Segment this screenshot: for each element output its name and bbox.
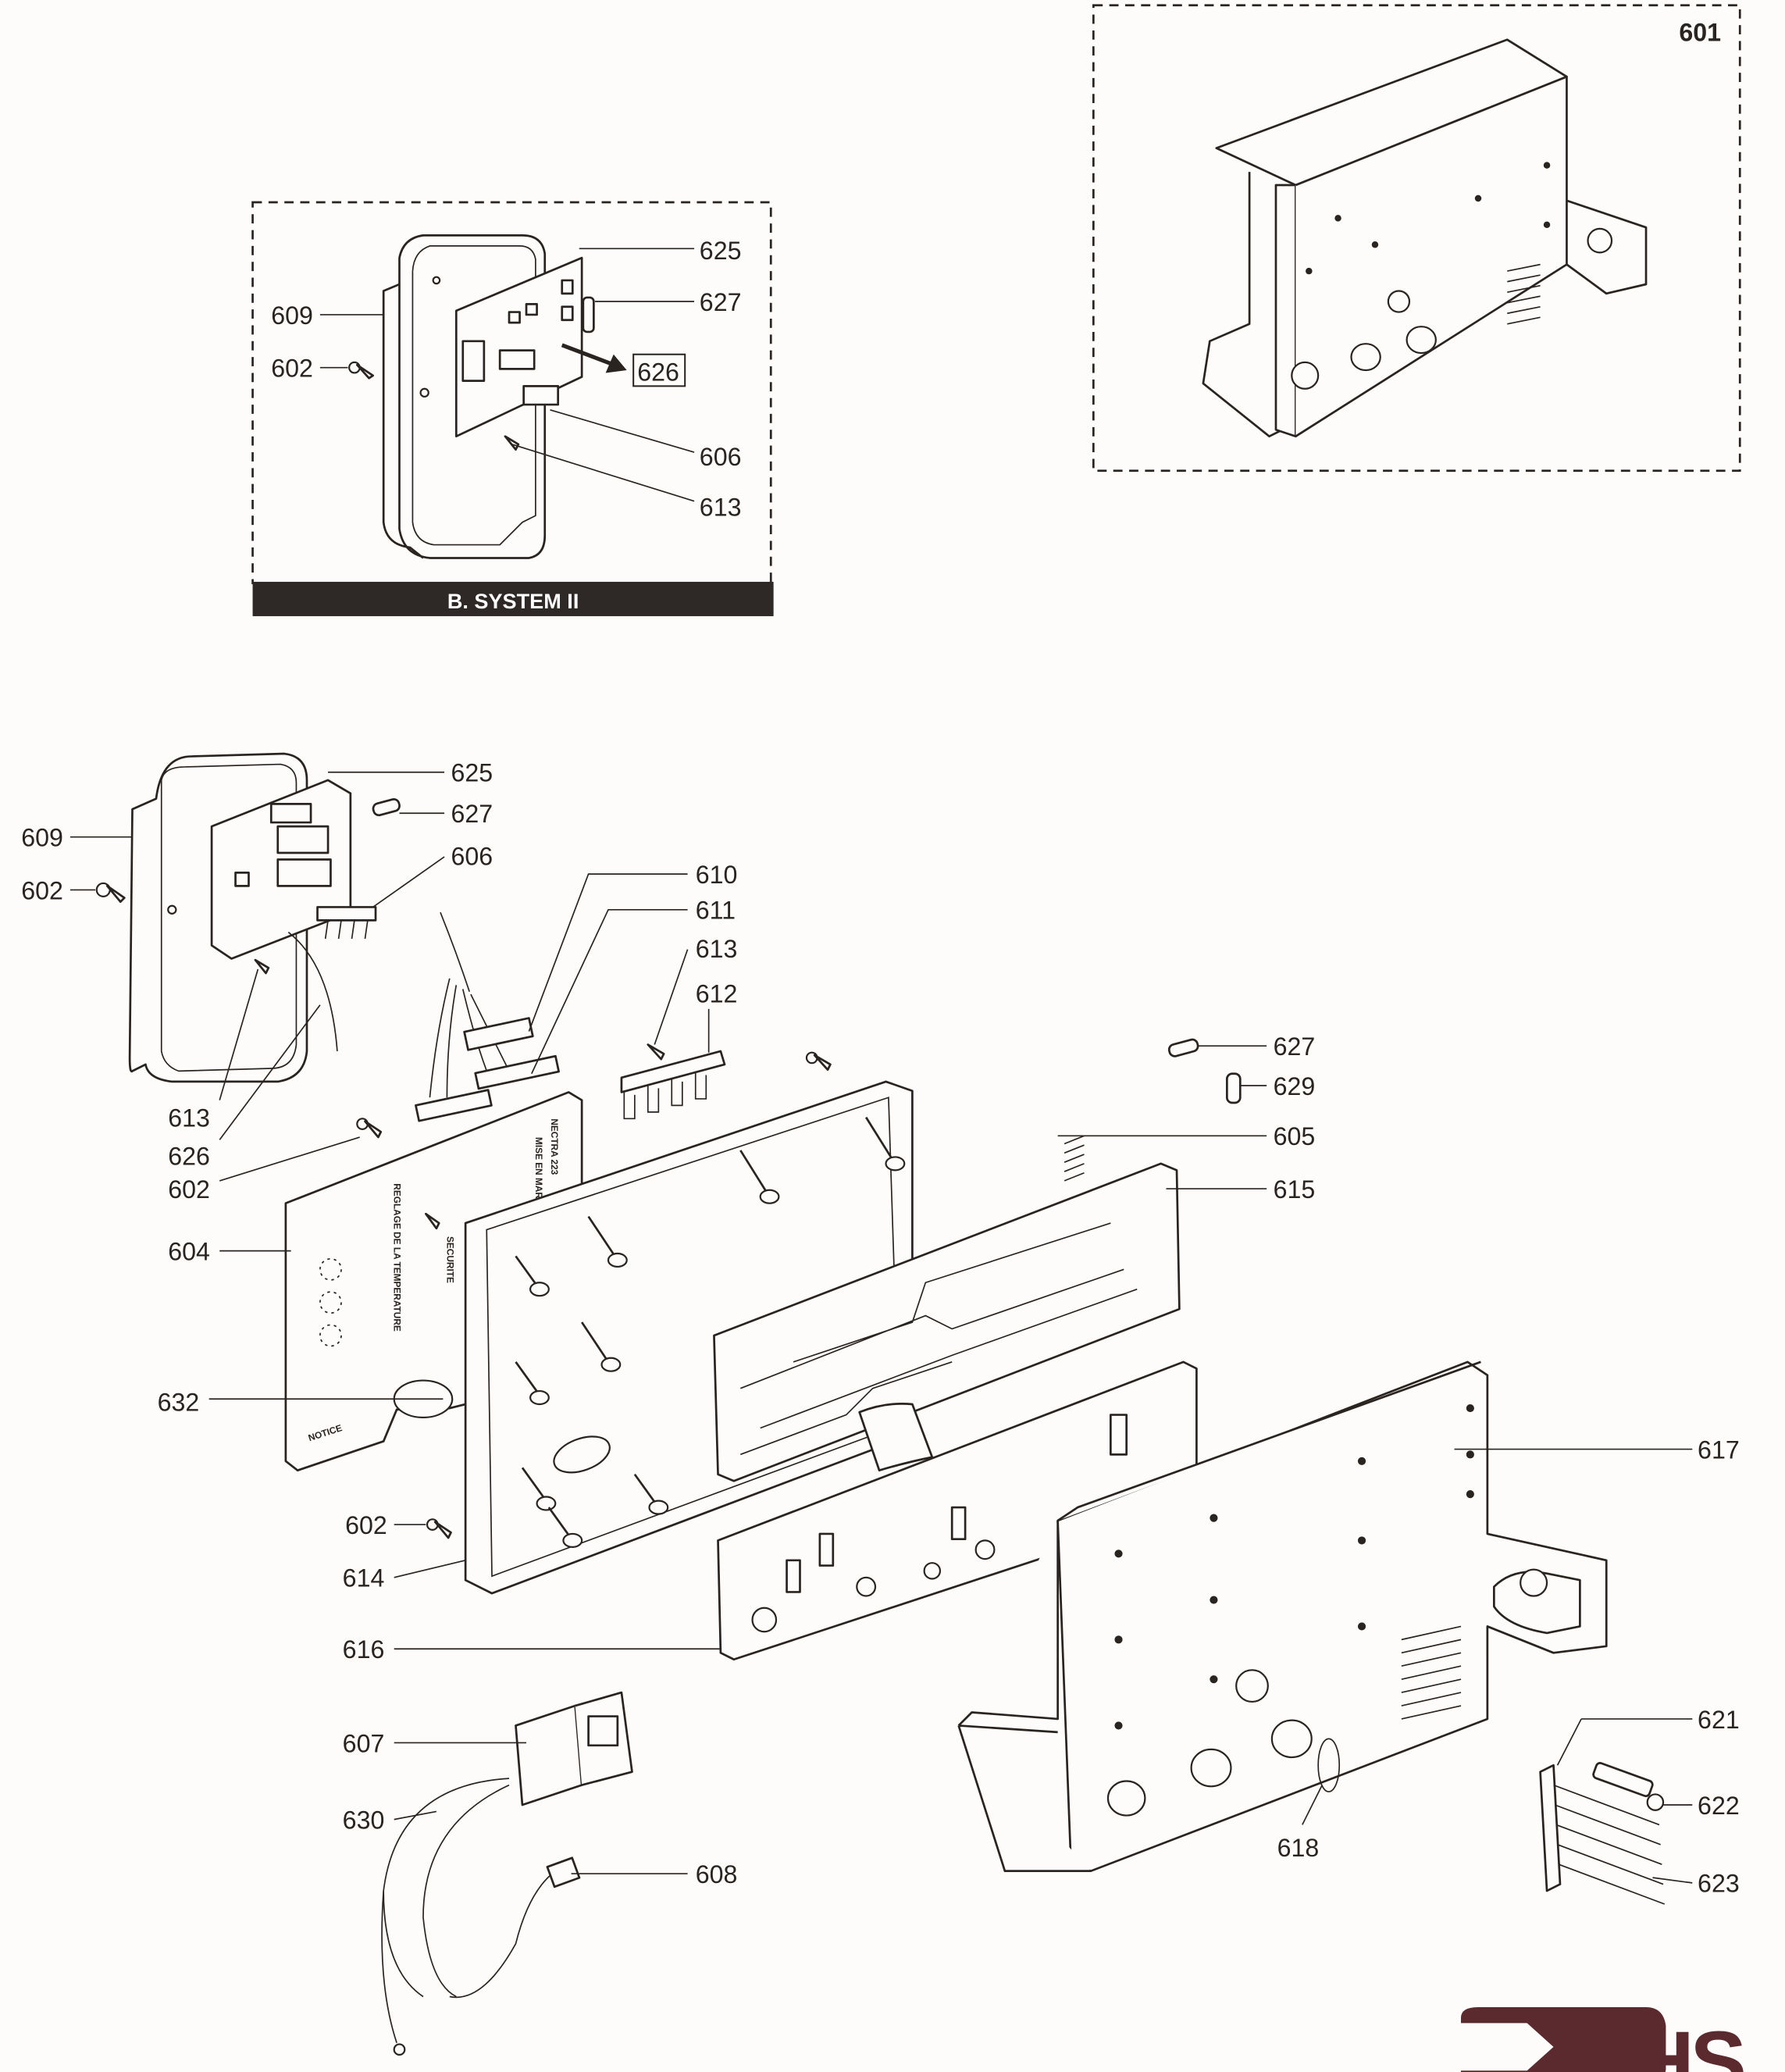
label-605: 605 bbox=[1274, 1122, 1316, 1150]
label-602: 602 bbox=[168, 1175, 210, 1204]
pcb-615 bbox=[713, 1135, 1181, 1482]
label-616: 616 bbox=[343, 1635, 385, 1664]
label-606: 606 bbox=[700, 443, 742, 471]
relay bbox=[276, 825, 330, 854]
label-614: 614 bbox=[343, 1564, 385, 1592]
terminal-block-621 bbox=[1539, 1764, 1666, 1905]
label-626: 626 bbox=[168, 1143, 210, 1171]
label-box-626 bbox=[632, 353, 686, 387]
chassis-617 bbox=[957, 1361, 1608, 1873]
cable-630 bbox=[381, 1778, 556, 2056]
label-611: 611 bbox=[696, 897, 736, 925]
pcb-625-small bbox=[454, 256, 583, 438]
screw-602-a bbox=[95, 882, 126, 904]
fuse-627-small bbox=[582, 296, 595, 333]
sticker-safety: SECURITE bbox=[444, 1236, 455, 1283]
screw-602-d bbox=[805, 1051, 832, 1072]
label-612: 612 bbox=[696, 979, 738, 1007]
label-618: 618 bbox=[1277, 1834, 1320, 1862]
label-607: 607 bbox=[343, 1729, 385, 1757]
fuse-holder-629 bbox=[1225, 1072, 1242, 1104]
relay-3 bbox=[269, 803, 312, 824]
part-labels: 625 627 609 602 606 610 611 613 612 627 … bbox=[21, 759, 1739, 1898]
screw-602-c bbox=[426, 1518, 452, 1539]
inset-601: 601 bbox=[1092, 4, 1741, 473]
screw-602-small bbox=[348, 361, 374, 380]
pcb-625 bbox=[210, 779, 352, 1052]
label-621: 621 bbox=[1698, 1706, 1740, 1734]
label-602: 602 bbox=[271, 355, 313, 383]
connector-608 bbox=[546, 1856, 581, 1888]
connector bbox=[415, 1089, 493, 1122]
label-617: 617 bbox=[1698, 1435, 1740, 1464]
inset-system-ii: B. SYSTEM II 62 bbox=[251, 201, 774, 616]
label-601: 601 bbox=[1679, 18, 1721, 46]
terminal-block-606 bbox=[522, 385, 560, 406]
relay-2 bbox=[276, 858, 332, 887]
inset-601-border bbox=[1092, 4, 1741, 473]
label-602: 602 bbox=[21, 876, 63, 904]
label-627: 627 bbox=[700, 288, 742, 316]
label-622: 622 bbox=[1698, 1792, 1740, 1820]
label-623: 623 bbox=[1698, 1870, 1740, 1898]
dhs-arrow-icon bbox=[1461, 2007, 1666, 2072]
connector-pin-622 bbox=[1592, 1762, 1665, 1811]
heat-sink-605 bbox=[1064, 1135, 1085, 1182]
relay bbox=[461, 340, 486, 382]
connector-610 bbox=[463, 1017, 534, 1051]
label-609: 609 bbox=[21, 824, 63, 852]
sticker-model: NECTRA 223 bbox=[549, 1118, 560, 1175]
relay-2 bbox=[498, 349, 536, 370]
connector-611 bbox=[474, 1054, 560, 1090]
label-602: 602 bbox=[345, 1511, 387, 1539]
terminal-pins bbox=[1401, 1625, 1462, 1720]
label-613: 613 bbox=[168, 1104, 210, 1132]
label-630: 630 bbox=[343, 1806, 385, 1834]
seal-618 bbox=[1317, 1738, 1341, 1792]
label-627: 627 bbox=[451, 800, 493, 828]
dhs-logo-text: DHS bbox=[1576, 2014, 1744, 2072]
label-609: 609 bbox=[271, 301, 313, 330]
inset-title: B. SYSTEM II bbox=[447, 589, 579, 613]
leader-lines bbox=[69, 771, 1693, 1884]
screw bbox=[425, 1212, 440, 1230]
chassis-601 bbox=[1202, 38, 1648, 438]
label-613: 613 bbox=[700, 493, 742, 521]
arrow-to-626 bbox=[561, 343, 627, 373]
label-625: 625 bbox=[700, 237, 742, 265]
switch-607 bbox=[515, 1691, 633, 1806]
sticker-temperature: REGLAGE DE LA TEMPERATURE bbox=[392, 1183, 403, 1332]
screw-613-small bbox=[504, 435, 520, 451]
label-625: 625 bbox=[451, 759, 493, 787]
label-604: 604 bbox=[168, 1237, 210, 1265]
dhs-logo: DHS bbox=[1461, 2007, 1748, 2072]
label-629: 629 bbox=[1274, 1072, 1316, 1100]
label-608: 608 bbox=[696, 1860, 738, 1888]
label-610: 610 bbox=[696, 861, 738, 889]
ribbon-cable bbox=[858, 1402, 934, 1472]
potentiometer bbox=[751, 1607, 778, 1633]
wiring-harness-610 bbox=[415, 911, 560, 1122]
screw-602-b bbox=[356, 1118, 383, 1139]
label-627: 627 bbox=[1274, 1032, 1316, 1061]
label-615: 615 bbox=[1274, 1175, 1316, 1204]
inset-title-bar bbox=[252, 581, 774, 616]
label-626: 626 bbox=[637, 358, 679, 387]
mounting-holes bbox=[1114, 1404, 1474, 1730]
fuse-627-right bbox=[1167, 1038, 1199, 1057]
terminal-strip-612 bbox=[620, 1050, 726, 1120]
fuse-627-top bbox=[372, 798, 401, 817]
screw-613-a bbox=[647, 1043, 665, 1061]
potentiometer bbox=[974, 1539, 996, 1560]
terminal-block-606 bbox=[316, 906, 377, 940]
screw-613-b bbox=[254, 958, 270, 975]
label-632: 632 bbox=[158, 1388, 200, 1416]
potentiometer bbox=[856, 1576, 877, 1597]
front-frame-614 bbox=[464, 1080, 914, 1595]
label-613: 613 bbox=[696, 935, 738, 963]
potentiometer bbox=[923, 1562, 942, 1580]
label-606: 606 bbox=[451, 842, 493, 870]
handle-opening bbox=[1492, 1571, 1581, 1635]
standoffs bbox=[515, 1116, 906, 1548]
